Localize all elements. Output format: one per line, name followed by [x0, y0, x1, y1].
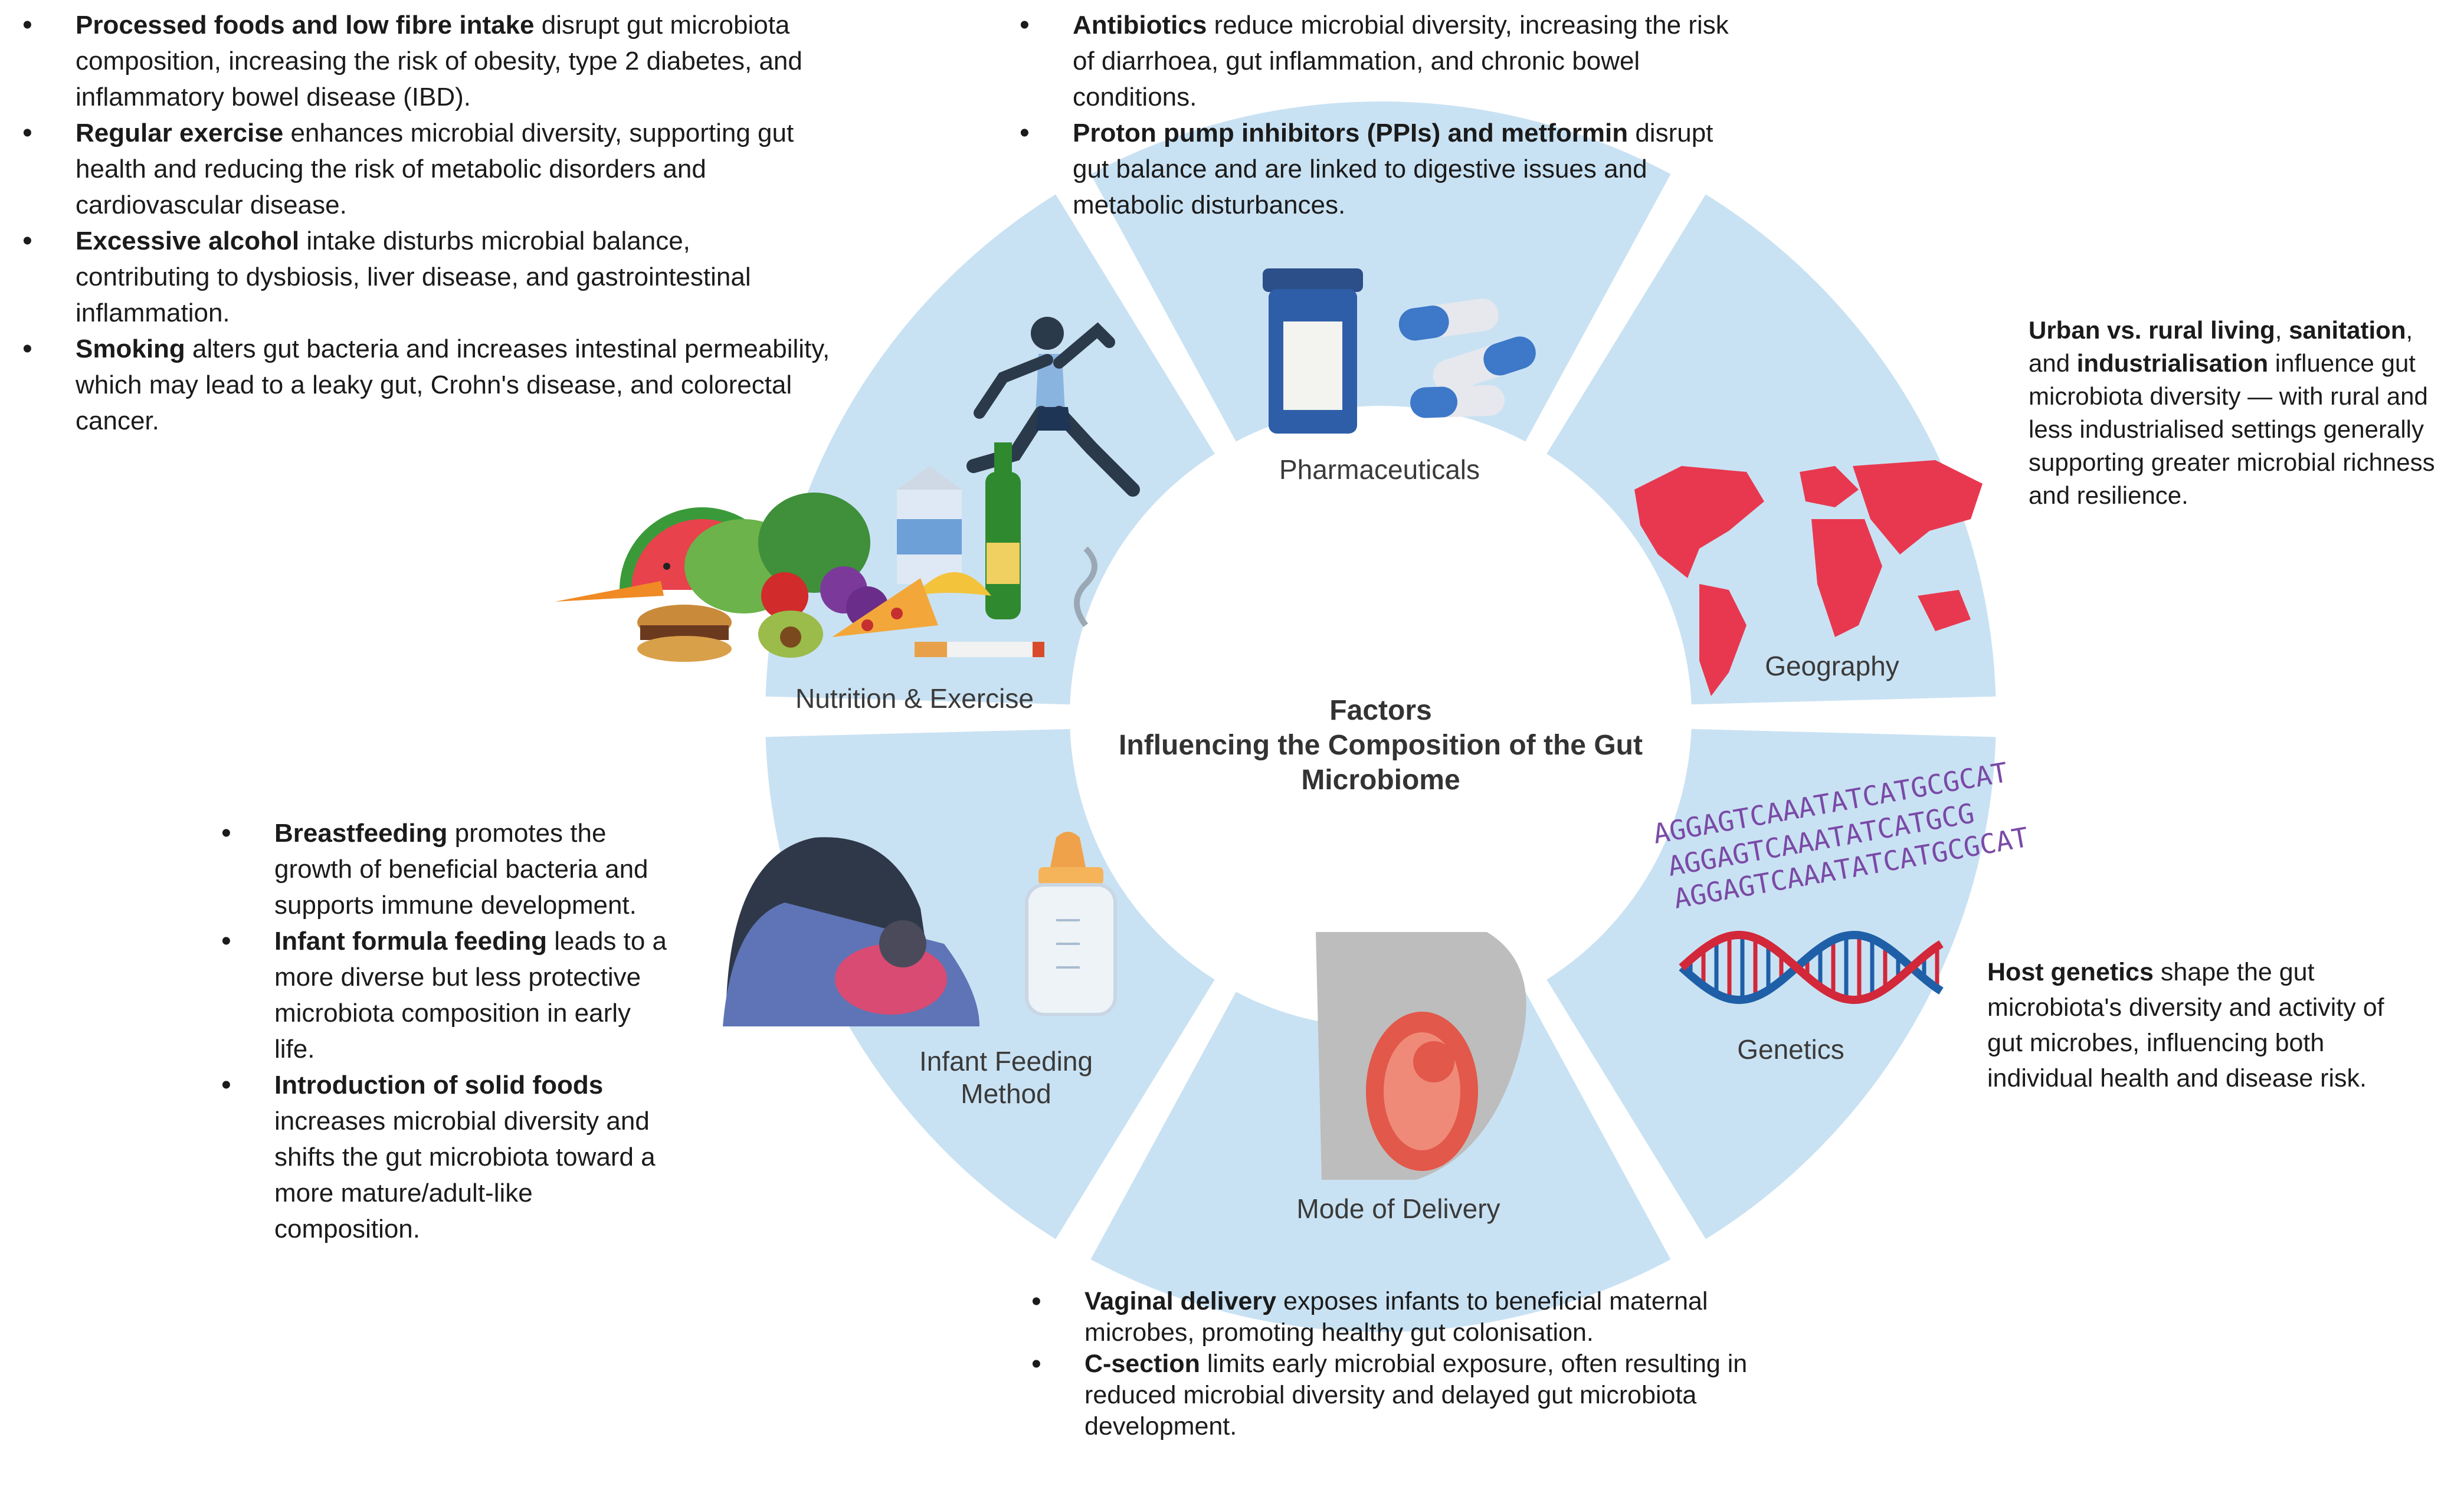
center-disc — [1077, 414, 1684, 1020]
note-bold: Introduction of solid foods — [274, 1071, 604, 1100]
runner-icon — [966, 317, 1140, 497]
note-text: shape the gut microbiota's diversity and… — [1987, 958, 2384, 1092]
nutrition-note: Excessive alcohol intake disturbs microb… — [22, 223, 831, 331]
note-bold: Antibiotics — [1073, 11, 1207, 40]
baby-bottle-icon — [1025, 832, 1117, 1016]
segment-label-nutrition: Nutrition & Exercise — [795, 683, 1034, 714]
pharma-note: Antibiotics reduce microbial diversity, … — [1020, 7, 1745, 115]
note-text: , — [2275, 316, 2282, 344]
note-bold: Processed foods and low fibre intake — [76, 11, 535, 40]
note-text: , and — [2029, 316, 2413, 377]
infant-feeding-notes: Breastfeeding promotes the growth of ben… — [221, 815, 676, 1247]
segment-label-delivery: Mode of Delivery — [1296, 1193, 1500, 1224]
infant-note: Infant formula feeding leads to a more d… — [221, 923, 676, 1067]
note-bold: Breastfeeding — [274, 819, 448, 848]
note-text: intake disturbs microbial balance, contr… — [76, 227, 751, 327]
dna-strand-2 — [1679, 931, 1944, 1005]
segment-label-pharmaceuticals: Pharmaceuticals — [1279, 454, 1480, 485]
note-bold: C-section — [1084, 1350, 1200, 1378]
note-text: promotes the growth of beneficial bacter… — [274, 819, 648, 920]
note-bold: Infant formula feeding — [274, 927, 547, 956]
segment-geography — [1535, 183, 2004, 713]
note-text: reduce microbial diversity, increasing t… — [1073, 11, 1729, 111]
note-bold: industrialisation — [2076, 349, 2269, 377]
note-text: disrupt gut balance and are linked to di… — [1073, 119, 1713, 219]
nutrition-note: Processed foods and low fibre intake dis… — [22, 7, 831, 115]
note-bold: Smoking — [76, 334, 185, 363]
note-bold: Urban vs. rural living — [2029, 316, 2275, 344]
genetics-note: Host genetics shape the gut microbiota's… — [1987, 954, 2400, 1096]
note-text: influence gut microbiota diversity — wit… — [2029, 349, 2435, 509]
note-text: leads to a more diverse but less protect… — [274, 927, 667, 1064]
dna-strand-1 — [1679, 930, 1944, 1004]
note-text: enhances microbial diversity, supporting… — [76, 119, 794, 219]
note-bold: Regular exercise — [76, 119, 284, 147]
note-text: disrupt gut microbiota composition, incr… — [76, 11, 802, 111]
nutrition-note: Smoking alters gut bacteria and increase… — [22, 331, 831, 439]
segment-label-infant-1: Infant Feeding — [919, 1046, 1093, 1077]
center-title-line-1: Factors — [1329, 695, 1432, 726]
center-title-line-3: Microbiome — [1301, 764, 1460, 796]
pharma-notes: Antibiotics reduce microbial diversity, … — [1020, 7, 1745, 223]
delivery-note: C-section limits early microbial exposur… — [1031, 1348, 1757, 1442]
segment-label-geography: Geography — [1765, 651, 1899, 681]
pharma-note: Proton pump inhibitors (PPIs) and metfor… — [1020, 115, 1745, 223]
infant-note: Breastfeeding promotes the growth of ben… — [221, 815, 676, 923]
delivery-note: Vaginal delivery exposes infants to bene… — [1031, 1286, 1757, 1348]
segment-label-genetics: Genetics — [1737, 1034, 1844, 1065]
nutrition-notes: Processed foods and low fibre intake dis… — [22, 7, 831, 439]
world-map-icon — [1634, 460, 1983, 696]
medicine-bottle-icon — [1263, 268, 1363, 434]
geography-note: Urban vs. rural living, sanitation, and … — [2029, 314, 2459, 512]
dna-helix-icon — [1679, 930, 1944, 1005]
pill-capsule-icon — [1398, 298, 1536, 418]
note-bold: sanitation — [2289, 316, 2406, 344]
breastfeeding-mother-icon — [723, 837, 979, 1026]
note-text: increases microbial diversity and shifts… — [274, 1107, 656, 1243]
note-text: exposes infants to beneficial maternal m… — [1084, 1287, 1708, 1347]
note-bold: Proton pump inhibitors (PPIs) and metfor… — [1073, 119, 1629, 147]
nutrition-note: Regular exercise enhances microbial dive… — [22, 115, 831, 223]
infant-note: Introduction of solid foods increases mi… — [221, 1067, 676, 1247]
center-title: Factors Influencing the Composition of t… — [1062, 693, 1699, 798]
note-bold: Host genetics — [1987, 958, 2154, 986]
note-bold: Vaginal delivery — [1084, 1287, 1277, 1315]
note-bold: Excessive alcohol — [76, 227, 300, 255]
pregnancy-icon — [1316, 932, 1526, 1180]
note-text: limits early microbial exposure, often r… — [1084, 1350, 1748, 1441]
food-drink-icon — [555, 442, 1097, 662]
delivery-notes: Vaginal delivery exposes infants to bene… — [1031, 1286, 1757, 1442]
center-title-line-2: Influencing the Composition of the Gut — [1119, 730, 1643, 761]
segment-label-infant-2: Method — [961, 1078, 1051, 1109]
note-text: alters gut bacteria and increases intest… — [76, 334, 830, 435]
